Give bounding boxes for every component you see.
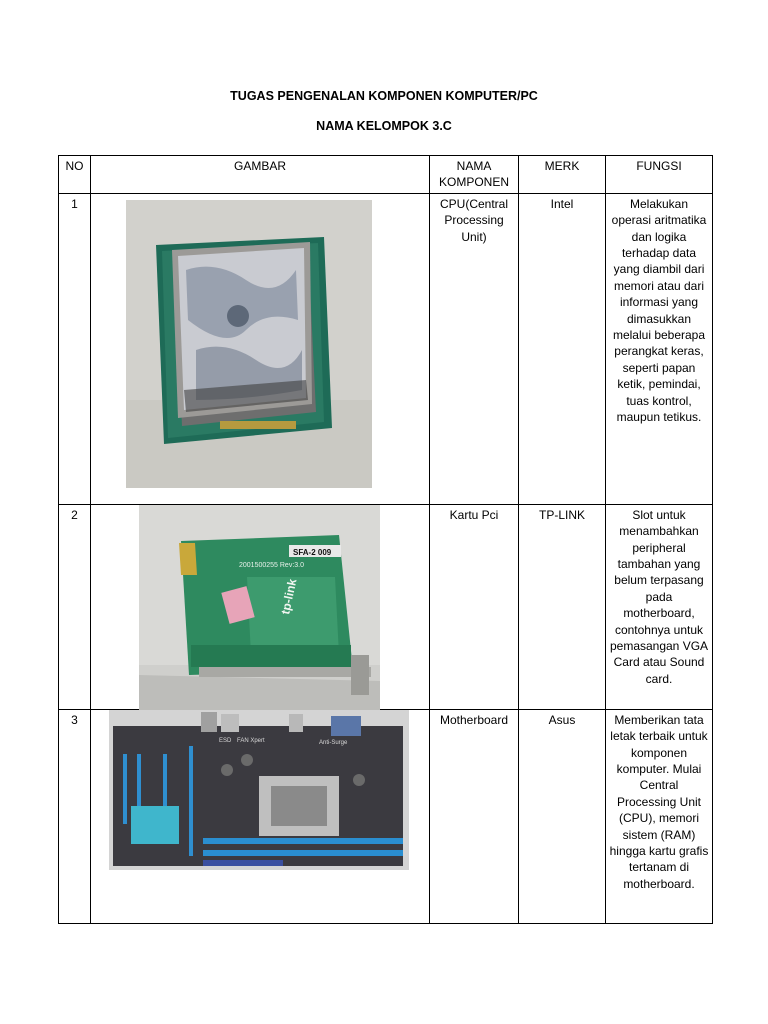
mb-label-fan: FAN Xpert <box>237 738 265 744</box>
image-cell: SFA-2 009 2001500255 Rev:3.0 tp-link <box>90 503 430 710</box>
component-function: Slot untuk menambahkan peripheral tambah… <box>605 503 713 710</box>
component-table: NO GAMBAR NAMA KOMPONEN MERK FUNGSI 1 <box>58 155 713 924</box>
component-brand: Intel <box>518 192 606 505</box>
row-number: 2 <box>58 503 91 710</box>
image-cell: ESD FAN Xpert Anti-Surge <box>90 708 430 924</box>
group-name: NAMA KELOMPOK 3.C <box>316 119 452 133</box>
component-brand: Asus <box>518 708 606 924</box>
component-name: Motherboard <box>429 708 519 924</box>
document-title: TUGAS PENGENALAN KOMPONEN KOMPUTER/PC <box>230 89 538 103</box>
cpu-processor-photo <box>126 199 372 488</box>
pci-card-photo: SFA-2 009 2001500255 Rev:3.0 tp-link <box>139 504 380 710</box>
component-function: Melakukan operasi aritmatika dan logika … <box>605 192 713 505</box>
header-merk: MERK <box>518 155 606 194</box>
table-row: 2 SFA-2 009 2001500255 Rev:3.0 tp-link <box>58 503 713 710</box>
table-header-row: NO GAMBAR NAMA KOMPONEN MERK FUNGSI <box>58 155 713 194</box>
component-name: CPU(Central Processing Unit) <box>429 192 519 505</box>
pci-model-text: 2001500255 Rev:3.0 <box>239 562 304 569</box>
image-cell <box>90 192 430 505</box>
pci-sticker-text: SFA-2 009 <box>293 548 332 557</box>
mb-label-surge: Anti-Surge <box>319 740 348 746</box>
header-fungsi: FUNGSI <box>605 155 713 194</box>
component-function: Memberikan tata letak terbaik untuk komp… <box>605 708 713 924</box>
header-gambar: GAMBAR <box>90 155 430 194</box>
row-number: 1 <box>58 192 91 505</box>
component-name: Kartu Pci <box>429 503 519 710</box>
motherboard-photo: ESD FAN Xpert Anti-Surge <box>109 709 409 870</box>
header-nama-komponen: NAMA KOMPONEN <box>429 155 519 194</box>
header-no: NO <box>58 155 91 194</box>
table-row: 3 <box>58 708 713 924</box>
component-brand: TP-LINK <box>518 503 606 710</box>
table-row: 1 CPU(Central Processi <box>58 192 713 505</box>
mb-label-esd: ESD <box>219 738 232 744</box>
row-number: 3 <box>58 708 91 924</box>
